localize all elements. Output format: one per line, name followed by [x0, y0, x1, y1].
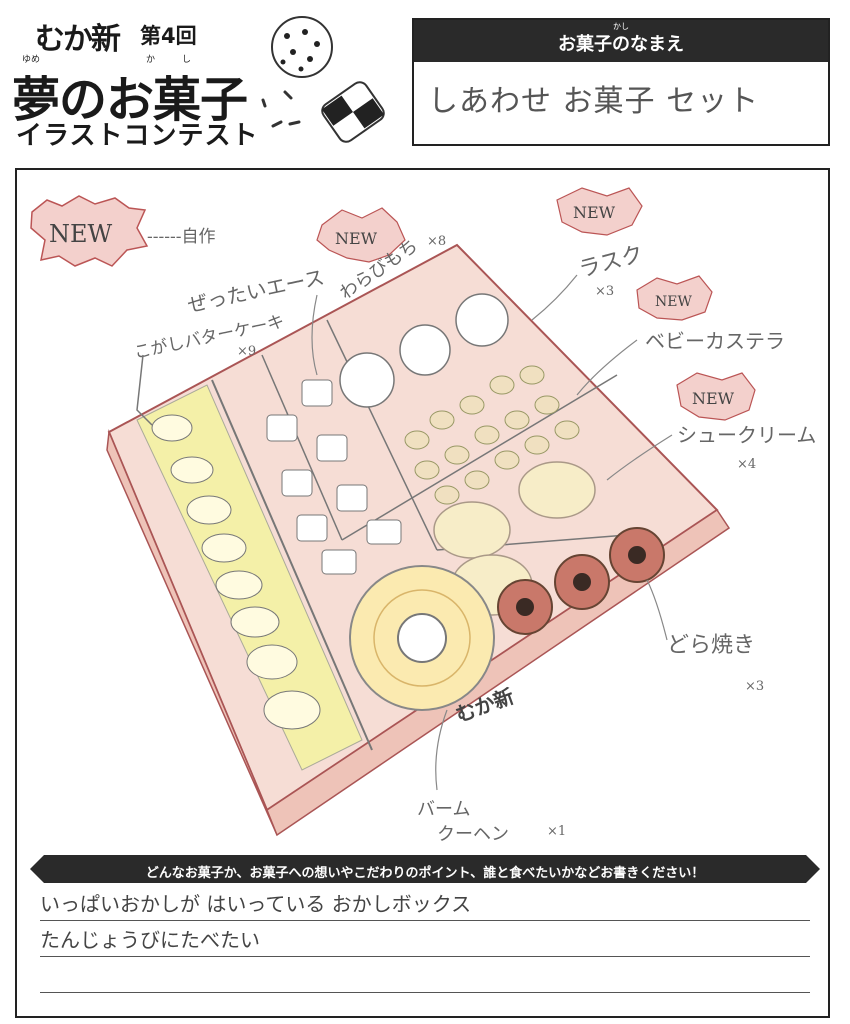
- new-badge-text: NEW: [49, 220, 113, 248]
- label-choux-count: ×4: [737, 457, 756, 472]
- butter-cake-column: [136, 384, 363, 771]
- label-warabi-count: ×8: [427, 234, 446, 249]
- sweets-name-label: お菓子のなまえ: [558, 34, 684, 55]
- comment-line-1: いっぱいおかしが はいっている おかしボックス: [40, 892, 472, 916]
- new-badge-warabi: NEW: [316, 207, 406, 263]
- title-ruby: か: [146, 55, 156, 65]
- label-rusk-count: ×3: [595, 284, 614, 299]
- label-dorayaki-count: ×3: [745, 679, 764, 694]
- brand-logo-text: むか新: [35, 22, 121, 57]
- sweets-name-value: しあわせ お菓子 セット: [428, 84, 760, 119]
- label-baumkuchen-count: ×1: [547, 824, 566, 839]
- title-ruby: し: [182, 55, 192, 65]
- baumkuchen: [349, 565, 495, 711]
- label-baumkuchen-2: クーヘン: [437, 824, 509, 845]
- sweets-illustration: [261, 16, 385, 143]
- edition-label: 第4回: [140, 24, 197, 48]
- new-badge-text: NEW: [573, 203, 616, 222]
- label-zettai-ace: ぜったいエース: [185, 265, 326, 317]
- comment-rule: [40, 956, 810, 957]
- warabi-mochi-group: [266, 379, 402, 575]
- comment-prompt-text: どんなお菓子か、お菓子への想いやこだわりのポイント、誰と食べたいかなどお書きくだ…: [145, 866, 705, 881]
- comment-line-2: たんじょうびにたべたい: [40, 928, 260, 952]
- title-ruby: ゆめ: [22, 55, 41, 65]
- rusk-group: [339, 293, 509, 408]
- label-baumkuchen-1: バーム: [417, 799, 470, 820]
- label-choux-cream: シュークリーム: [677, 423, 816, 447]
- sweets-box-drawing: NEW ------自作: [30, 187, 816, 845]
- baby-castella-group: [404, 365, 580, 505]
- label-kogashi-count: ×9: [237, 344, 256, 359]
- cookie-icon: [271, 16, 333, 78]
- leader-butter-cake: [136, 354, 153, 426]
- leader-lines: [311, 274, 673, 791]
- crumb-marks: [261, 90, 301, 128]
- checker-cookie-icon: [321, 81, 385, 143]
- dorayaki-centers: [516, 546, 646, 616]
- comment-prompt-banner: [30, 855, 820, 883]
- sweets-name-header: かし お菓子のなまえ: [414, 20, 828, 62]
- sweets-name-box: かし お菓子のなまえ しあわせ お菓子 セット: [412, 18, 830, 146]
- label-rusk: ラスク: [576, 242, 646, 283]
- comment-rule: [40, 920, 810, 921]
- new-badge: NEW: [30, 195, 149, 267]
- sweets-box: [106, 243, 731, 837]
- label-dorayaki: どら焼き: [667, 633, 755, 658]
- new-badge-castella: NEW: [636, 275, 713, 321]
- drawing-area: NEW ------自作: [15, 168, 830, 1018]
- self-made-note: ------自作: [147, 227, 215, 247]
- new-badge-text: NEW: [655, 294, 692, 310]
- sweets-name-ruby: かし: [613, 22, 629, 31]
- new-badge-text: NEW: [335, 229, 378, 248]
- contest-title: 夢のお菓子: [12, 72, 248, 128]
- contest-subtitle: イラストコンテスト: [16, 121, 259, 151]
- new-badge-choux: NEW: [676, 372, 756, 421]
- new-badge-text: NEW: [692, 389, 735, 408]
- label-baby-castella: ベビーカステラ: [645, 329, 785, 353]
- comment-rule: [40, 992, 810, 993]
- new-badge-rusk: NEW: [556, 187, 643, 236]
